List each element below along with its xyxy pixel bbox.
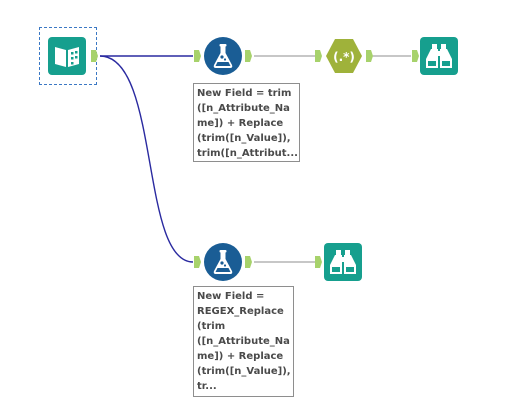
book-icon	[48, 37, 86, 75]
flask-icon	[204, 243, 242, 281]
formula-2-annotation[interactable]: New Field = REGEX_Replace (trim ([n_Attr…	[193, 286, 294, 397]
binoculars-icon	[324, 243, 362, 281]
regex-output-anchor[interactable]	[366, 50, 373, 62]
regex-glyph: (.*)	[333, 50, 355, 64]
formula-1-annotation[interactable]: New Field = trim ([n_Attribute_Na me]) +…	[193, 83, 300, 162]
regex-input-anchor[interactable]	[315, 50, 322, 62]
wire-input-to-formula-2[interactable]	[99, 55, 194, 263]
formula-1-output-anchor[interactable]	[245, 50, 252, 62]
formula-2-input-anchor[interactable]	[194, 256, 201, 268]
browse-tool-1[interactable]	[420, 37, 458, 75]
input-tool-output-anchor[interactable]	[91, 50, 98, 62]
formula-tool-1[interactable]	[204, 37, 242, 75]
browse-2-input-anchor[interactable]	[315, 256, 322, 268]
binoculars-icon	[420, 37, 458, 75]
input-data-tool[interactable]	[48, 37, 86, 75]
browse-1-input-anchor[interactable]	[412, 50, 419, 62]
regex-tool[interactable]: (.*)	[325, 37, 363, 75]
formula-2-output-anchor[interactable]	[245, 256, 252, 268]
flask-icon	[204, 37, 242, 75]
regex-hexagon-icon: (.*)	[326, 39, 362, 73]
formula-1-input-anchor[interactable]	[194, 50, 201, 62]
browse-tool-2[interactable]	[324, 243, 362, 281]
formula-tool-2[interactable]	[204, 243, 242, 281]
